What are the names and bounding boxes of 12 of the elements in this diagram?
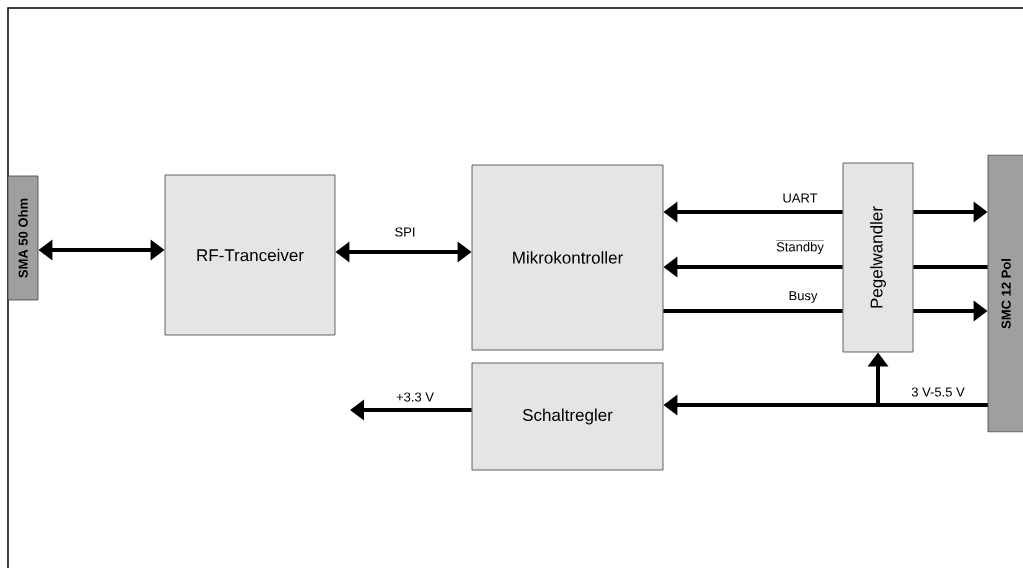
edge-label: Standby bbox=[775, 238, 825, 256]
block-box: Schaltregler bbox=[471, 362, 664, 471]
block-box: Mikrokontroller bbox=[471, 164, 664, 351]
edge-label: Busy bbox=[787, 290, 819, 304]
connector-bar: SMA 50 Ohm bbox=[7, 175, 39, 301]
connector-bar: SMC 12 Pol bbox=[987, 154, 1023, 433]
edge-label: SPI bbox=[393, 226, 417, 238]
block-box: RF-Tranceiver bbox=[164, 174, 336, 336]
edge-label: 3 V-5.5 V bbox=[910, 386, 966, 398]
edge-label: UART bbox=[781, 192, 819, 204]
edge-label: +3.3 V bbox=[395, 391, 435, 403]
block-box: Pegelwandler bbox=[842, 162, 914, 353]
